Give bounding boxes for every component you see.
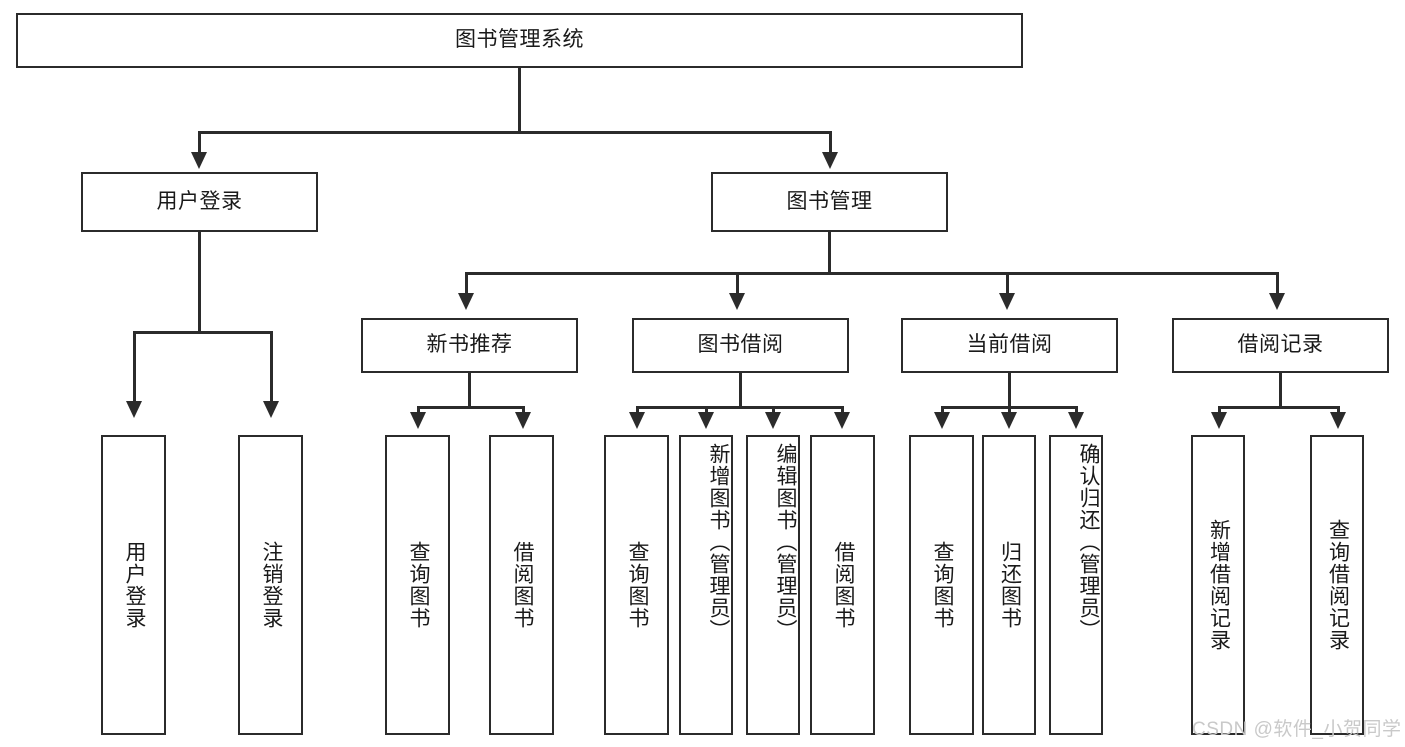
arrowhead-to-current-borrow xyxy=(999,293,1015,310)
arrowhead-leaf-confirm-return xyxy=(1068,412,1084,429)
arrowhead-to-book-borrow xyxy=(729,293,745,310)
leaf-query-borrow-record[interactable]: 查询借阅记录 xyxy=(1310,435,1364,735)
arrowhead-leaf-borrow-book-b xyxy=(834,412,850,429)
leaf-query-book-new-book-branch[interactable]: 查询图书 xyxy=(385,435,450,735)
arrowhead-leaf-query-book-a xyxy=(410,412,426,429)
arrowhead-leaf-logout xyxy=(263,401,279,418)
edge-new-book-to-leaf-1 xyxy=(417,406,420,416)
edge-book-borrow-to-leaf-3 xyxy=(772,406,775,416)
edge-root-stem xyxy=(518,68,521,131)
node-user-login[interactable]: 用户登录 xyxy=(81,172,318,232)
edge-book-management-bus xyxy=(465,272,1279,275)
node-book-management[interactable]: 图书管理 xyxy=(711,172,948,232)
arrowhead-leaf-add-book xyxy=(698,412,714,429)
edge-new-book-bus xyxy=(417,406,525,409)
edge-new-book-stem xyxy=(468,373,471,409)
node-new-book-recommend[interactable]: 新书推荐 xyxy=(361,318,578,373)
edge-user-login-bus xyxy=(133,331,273,334)
arrowhead-leaf-user-login xyxy=(126,401,142,418)
edge-bm-to-borrow-record xyxy=(1276,272,1279,296)
leaf-borrow-book-new-book-branch[interactable]: 借阅图书 xyxy=(489,435,554,735)
edge-book-borrow-to-leaf-2 xyxy=(705,406,708,416)
edge-bm-to-new-book xyxy=(465,272,468,296)
edge-book-borrow-stem xyxy=(739,373,742,409)
leaf-add-borrow-record[interactable]: 新增借阅记录 xyxy=(1191,435,1245,735)
arrowhead-leaf-query-book-b xyxy=(629,412,645,429)
leaf-query-book-current-branch[interactable]: 查询图书 xyxy=(909,435,974,735)
edge-book-borrow-bus xyxy=(636,406,844,409)
edge-current-borrow-to-leaf-1 xyxy=(941,406,944,416)
arrowhead-to-user-login xyxy=(191,152,207,169)
node-book-borrow[interactable]: 图书借阅 xyxy=(632,318,849,373)
edge-current-borrow-to-leaf-3 xyxy=(1075,406,1078,416)
edge-book-management-stem xyxy=(828,232,831,274)
edge-current-borrow-stem xyxy=(1008,373,1011,409)
edge-user-login-to-leaf-2 xyxy=(270,331,273,404)
edge-borrow-record-stem xyxy=(1279,373,1282,409)
edge-bm-to-current-borrow xyxy=(1006,272,1009,296)
arrowhead-to-borrow-record xyxy=(1269,293,1285,310)
arrowhead-leaf-query-book-c xyxy=(934,412,950,429)
leaf-logout[interactable]: 注销登录 xyxy=(238,435,303,735)
edge-book-borrow-to-leaf-4 xyxy=(841,406,844,416)
edge-new-book-to-leaf-2 xyxy=(522,406,525,416)
edge-borrow-record-to-leaf-1 xyxy=(1218,406,1221,416)
edge-bm-to-book-borrow xyxy=(736,272,739,296)
leaf-edit-book-admin[interactable]: 编辑图书（管理员） xyxy=(746,435,800,735)
arrowhead-to-book-management xyxy=(822,152,838,169)
arrowhead-leaf-query-borrow-record xyxy=(1330,412,1346,429)
arrowhead-leaf-edit-book xyxy=(765,412,781,429)
leaf-return-book[interactable]: 归还图书 xyxy=(982,435,1036,735)
edge-root-to-user-login xyxy=(198,131,201,155)
edge-current-borrow-to-leaf-2 xyxy=(1008,406,1011,416)
edge-user-login-stem xyxy=(198,232,201,334)
leaf-user-login[interactable]: 用户登录 xyxy=(101,435,166,735)
edge-root-to-book-management xyxy=(829,131,832,155)
leaf-add-book-admin[interactable]: 新增图书（管理员） xyxy=(679,435,733,735)
leaf-borrow-book-borrow-branch[interactable]: 借阅图书 xyxy=(810,435,875,735)
arrowhead-to-new-book-recommend xyxy=(458,293,474,310)
node-current-borrow[interactable]: 当前借阅 xyxy=(901,318,1118,373)
arrowhead-leaf-add-borrow-record xyxy=(1211,412,1227,429)
node-borrow-record[interactable]: 借阅记录 xyxy=(1172,318,1389,373)
edge-user-login-to-leaf-1 xyxy=(133,331,136,404)
edge-book-borrow-to-leaf-1 xyxy=(636,406,639,416)
node-root-library-management-system[interactable]: 图书管理系统 xyxy=(16,13,1023,68)
arrowhead-leaf-return-book xyxy=(1001,412,1017,429)
edge-root-bus xyxy=(198,131,832,134)
arrowhead-leaf-borrow-book-a xyxy=(515,412,531,429)
leaf-query-book-borrow-branch[interactable]: 查询图书 xyxy=(604,435,669,735)
leaf-confirm-return-admin[interactable]: 确认归还（管理员） xyxy=(1049,435,1103,735)
edge-borrow-record-bus xyxy=(1218,406,1340,409)
edge-borrow-record-to-leaf-2 xyxy=(1337,406,1340,416)
